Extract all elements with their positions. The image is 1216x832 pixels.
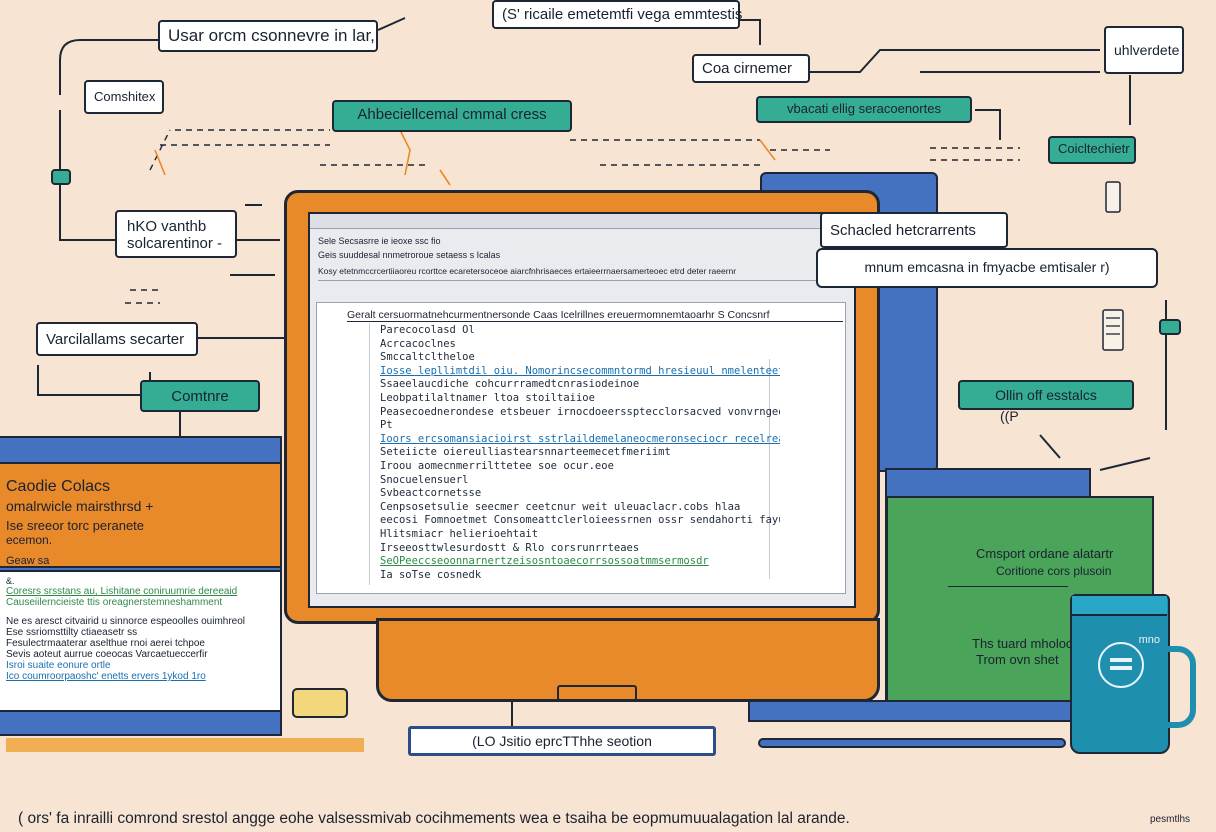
label-kmo-line2: solcarentinor -	[127, 235, 223, 253]
left-doc-line-5: Fesulectrmaaterar aselthue rnoi aerei tc…	[6, 638, 205, 649]
left-panel-line3: ecemon.	[6, 533, 53, 547]
label-code-cl: Coa cirnemer	[692, 54, 810, 84]
caption: ( ors' fa inrailli comrond srestol angge…	[18, 810, 850, 827]
code-line: Smccaltcltheloe	[380, 351, 475, 364]
label-on-stat: Ollin off esstalcs	[958, 380, 1134, 410]
left-doc-line-6: Sevis aoteut aurrue coeocas Varcaetuecce…	[6, 649, 208, 660]
green-panel-line3: Ths tuard mholocter	[972, 636, 1088, 651]
monitor-stand	[376, 618, 880, 702]
label-schedule: Schacled hetcrarrents	[820, 212, 1008, 248]
code-line: Ioors ercsomansiacioirst sstrlaildemelan…	[380, 432, 780, 445]
left-document: &. Coresrs srsstans au, Lishitane coniru…	[0, 570, 282, 712]
left-doc-line-2: Causeiilerncieiste ttis oreagnerstemnesh…	[6, 597, 223, 608]
mug-emblem-icon	[1098, 642, 1144, 688]
code-line: SeOPeeccseoonnarnertzeisosntoaecorrsosso…	[380, 555, 709, 568]
code-line: Snocuelensuerl	[380, 473, 469, 486]
mug-handle	[1166, 646, 1196, 728]
code-line: Peasecoednerondese etsbeuer irnocdoeerss…	[380, 405, 780, 418]
left-panel-line4: Geaw sa	[6, 555, 50, 567]
watermark: pesmtlhs	[1150, 814, 1191, 825]
code-line: Seteiicte oiereulliastearsnnarteemecetfm…	[380, 446, 671, 459]
monitor-slot	[557, 685, 637, 701]
code-line: Svbeactcornetsse	[380, 487, 482, 500]
mug-rim	[1072, 596, 1167, 616]
left-panel-line2: Ise sreeor torc peranete	[6, 518, 145, 533]
left-orange-panel: Caodie Colacs omalrwicle mairsthrsd + Is…	[0, 462, 282, 568]
left-doc-line-4: Ese ssriomsttilty ctiaeasetr ss	[6, 627, 138, 638]
left-panel-line1: omalrwicle mairsthrsd +	[6, 498, 154, 514]
right-monitor-base	[748, 700, 1094, 722]
on-stat-sub: ((P	[1000, 408, 1019, 424]
code-line: Pt	[380, 419, 393, 432]
bottom-section-button[interactable]: (LO Jsitio eprcTThhe seotion	[408, 726, 716, 756]
code-line: Ia soTse cosnedk	[380, 568, 482, 581]
green-divider	[948, 586, 1068, 587]
code-line: Iosse lepllimtdil oiu. Nomorincsecommnto…	[380, 364, 780, 377]
label-top-center: (S' ricaile emetemtfi vega emmtestis	[492, 0, 742, 30]
editor-pane[interactable]: Geralt cersuormatnehcurmentnersonde Caas…	[316, 302, 846, 594]
code-line: Acrcacoclnes	[380, 337, 456, 350]
coffee-mug: mno	[1070, 594, 1170, 754]
left-doc-line-0: &.	[6, 576, 15, 586]
label-teal-center: Ahbeciellcemal cmmal cress	[332, 100, 572, 132]
editor-window: Sele Secsasrre ie ieoxe ssc fio Geis suu…	[308, 212, 856, 608]
editor-toolbar[interactable]: Geis suuddesal nnmetroroue setaess s Ica…	[318, 250, 501, 260]
green-panel-line2: Coritione cors plusoin	[996, 564, 1112, 578]
code-line: Hlitsmiacr helierioehtait	[380, 528, 539, 540]
code-line: Parecocolasd Ol	[380, 324, 475, 336]
code-line: Ssaeelaucdiche cohcurrramedtcnrasiodeino…	[380, 378, 640, 391]
code-line: eecosi Fomnoetmet Consomeattclerloieessr…	[380, 514, 780, 527]
left-panel-title: Caodie Colacs	[6, 478, 111, 495]
editor-tab-bar[interactable]: Kosy etetnmccrcertiiaoreu rcorttce ecare…	[318, 266, 848, 281]
editor-filepath	[318, 284, 818, 294]
label-teal-left: Comtnre	[140, 380, 260, 412]
code-line: Leobpatilaltnamer ltoa stoiltaiioe	[380, 392, 595, 404]
label-sched-note: mnum emcasna in fmyacbe emtisaler r)	[816, 248, 1158, 288]
editor-gutter-line	[369, 323, 780, 585]
left-doc-line-7: Isroi suaite eonure ortle	[6, 660, 111, 671]
label-var-section: Varcilallams secarter	[36, 322, 198, 356]
code-line: Iroou aomecnmerrilttetee soe ocur.eoe	[380, 460, 614, 472]
label-top-right: uhlverdete	[1104, 26, 1184, 74]
label-top-left: Usar orcm csonnevre in lar,	[158, 20, 378, 52]
code-line: Cenpsosetsulie seecmer ceetcnur weit ule…	[380, 500, 741, 513]
left-doc-line-8: Ico coumroorpaoshc' enetts ervers 1ykod …	[6, 671, 206, 682]
label-teal-far-right: Coicltechietr	[1048, 136, 1136, 164]
mug-label: mno	[1138, 634, 1160, 646]
label-teal-right: vbacati ellig seracoenortes	[756, 96, 972, 123]
editor-menu[interactable]: Sele Secsasrre ie ieoxe ssc fio	[318, 236, 441, 246]
left-shelf	[6, 738, 364, 752]
label-kmo-line1: hKO vanthb	[127, 218, 207, 235]
left-doc-line-3: Ne es aresct citvairid u sinnorce espeoo…	[6, 616, 246, 627]
green-panel-line4: Trom ovn shet	[976, 652, 1059, 667]
green-panel-line1: Cmsport ordane alatartr	[976, 546, 1114, 561]
editor-header: Geralt cersuormatnehcurmentnersonde Caas…	[347, 309, 843, 322]
code-line: Irseeosttwlesurdostt & Rlo corsrunrrteae…	[380, 541, 640, 554]
right-keyboard	[758, 738, 1066, 748]
editor-scrollbar[interactable]	[769, 359, 784, 579]
editor-titlebar	[310, 214, 854, 229]
label-kmo: hKO vanthb solcarentinor -	[115, 210, 237, 258]
left-doc-line-1: Coresrs srsstans au, Lishitane coniruumr…	[6, 586, 238, 597]
label-comp-box: Comshitex	[84, 80, 164, 114]
sticky-note	[292, 688, 348, 718]
